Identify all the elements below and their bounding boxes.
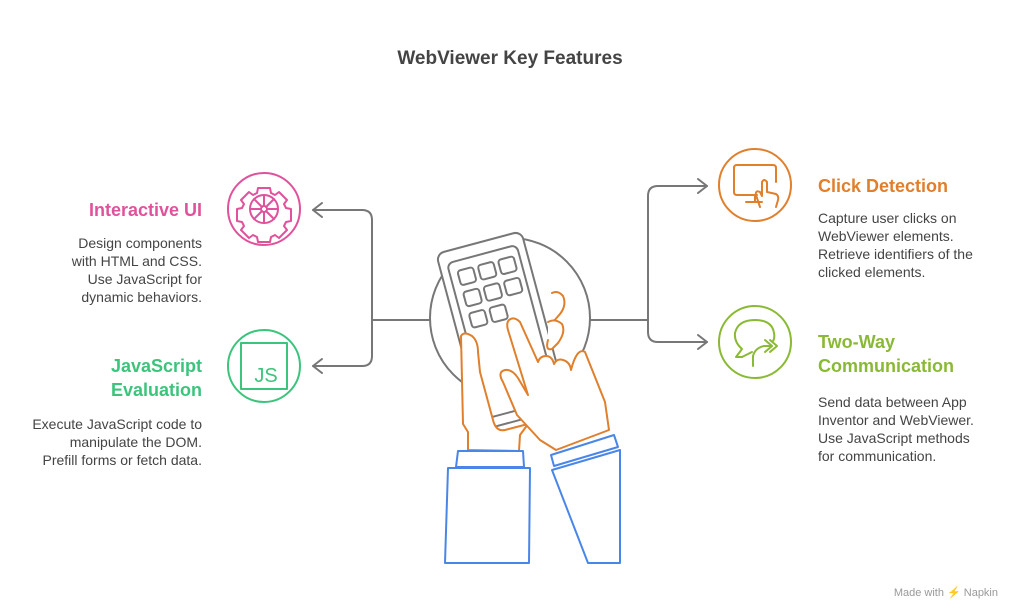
connector-click-detection bbox=[589, 185, 708, 321]
feature-title-click-detection: Click Detection bbox=[818, 176, 949, 196]
phone-keypad bbox=[456, 255, 524, 329]
feature-desc-two-way: Send data between App Inventor and WebVi… bbox=[818, 394, 974, 464]
feature-desc-interactive-ui: Design components with HTML and CSS. Use… bbox=[71, 235, 202, 305]
arrow-head bbox=[697, 334, 708, 350]
page-title: WebViewer Key Features bbox=[397, 48, 623, 69]
left-cuff bbox=[455, 450, 525, 468]
feature-title-two-way: Two-Way Communication bbox=[818, 332, 955, 376]
arrow-head bbox=[312, 358, 323, 374]
svg-text:JS: JS bbox=[254, 365, 277, 387]
hand-icon bbox=[460, 291, 610, 452]
feature-desc-click-detection: Capture user clicks on WebViewer element… bbox=[818, 210, 973, 280]
connectors bbox=[312, 178, 708, 374]
feature-title-interactive-ui: Interactive UI bbox=[88, 200, 202, 220]
chat-arrows-icon bbox=[718, 305, 792, 379]
connector-js-eval bbox=[312, 319, 373, 367]
gear-icon bbox=[227, 172, 301, 246]
js-icon: JS bbox=[227, 329, 301, 403]
footer-credit: Made with ⚡ Napkin bbox=[893, 587, 998, 599]
right-cuff bbox=[550, 434, 619, 467]
arrow-head bbox=[697, 178, 708, 194]
right-sleeve bbox=[551, 449, 621, 564]
arrow-head bbox=[312, 202, 323, 218]
monitor-touch-icon bbox=[718, 148, 792, 222]
feature-title-js-eval: JavaScript Evaluation bbox=[110, 356, 202, 400]
connector-interactive-ui bbox=[312, 209, 431, 321]
feature-desc-js-eval: Execute JavaScript code to manipulate th… bbox=[32, 416, 202, 468]
sleeves bbox=[444, 434, 621, 564]
connector-two-way bbox=[647, 319, 708, 343]
left-sleeve bbox=[444, 467, 531, 564]
